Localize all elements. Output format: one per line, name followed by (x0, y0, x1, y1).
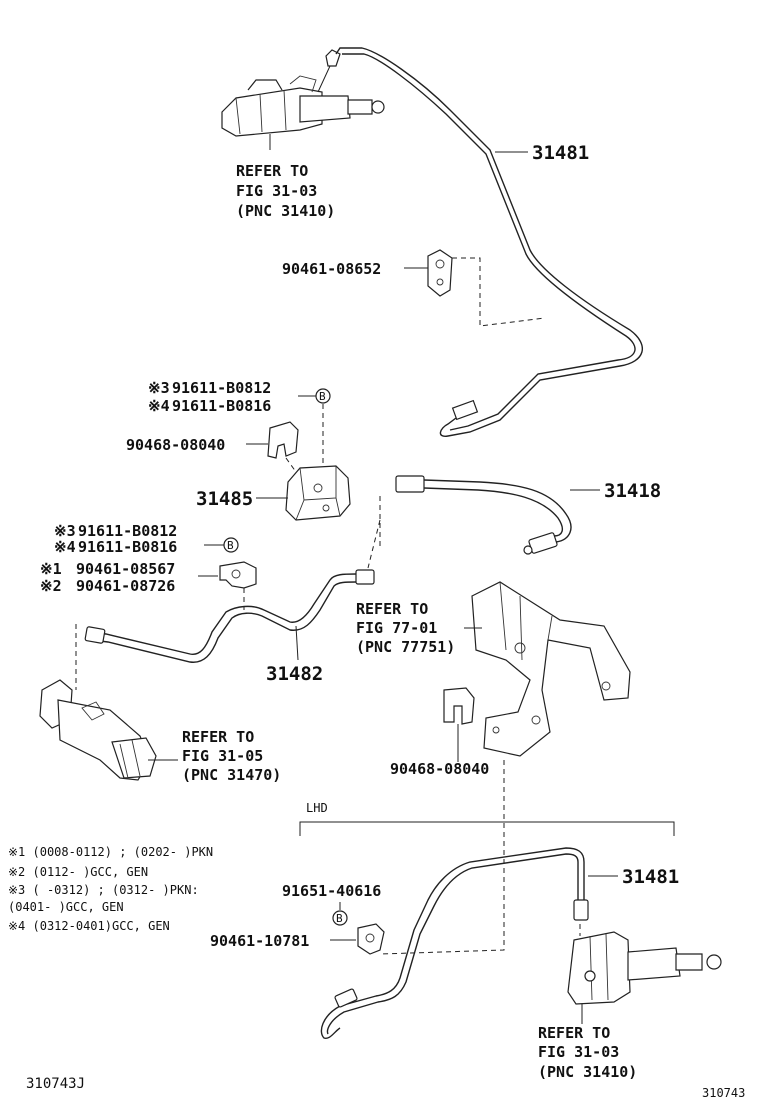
grp2-mark3: ※3 (54, 522, 76, 540)
label-31481-top: 31481 (532, 142, 589, 164)
note-3: ※3 ( -0312) ; (0312- )PKN: (8, 883, 199, 897)
grp3-mark1: ※1 (40, 560, 62, 578)
grp1-circle-b-text: B (319, 390, 326, 403)
grp1-circle-b (315, 388, 331, 404)
label-90461-08652: 90461-08652 (282, 260, 381, 278)
ref-top-line3: (PNC 31410) (236, 202, 335, 220)
label-90461-10781: 90461-10781 (210, 932, 309, 950)
line-31481-top[interactable] (335, 47, 643, 437)
clip-90461-08652[interactable] (427, 249, 453, 297)
ref-7701-line3: (PNC 77751) (356, 638, 455, 656)
ref-bottom-line3: (PNC 31410) (538, 1063, 637, 1081)
circle-b-lower-text: B (336, 912, 343, 925)
clip-90461-08567[interactable] (219, 561, 257, 589)
grp3-mark2: ※2 (40, 577, 62, 595)
label-31482: 31482 (266, 663, 323, 685)
clip-90461-10781[interactable] (357, 923, 385, 955)
note-5: ※4 (0312-0401)GCC, GEN (8, 919, 170, 933)
pedal-bracket[interactable] (471, 581, 631, 757)
grp2-circle-b (223, 537, 239, 553)
ref-bottom-line1: REFER TO (538, 1024, 610, 1042)
grp3-pn1: 90461-08567 (76, 560, 175, 578)
clip-90468-08040-top[interactable] (267, 421, 299, 459)
grp3-pn2: 90461-08726 (76, 577, 175, 595)
dash-clip-90468-top (285, 457, 297, 473)
dash-clip-top (452, 257, 546, 327)
fitting-31482-right (355, 569, 375, 585)
grp1-pn3: 91611-B0812 (172, 379, 271, 397)
bottom-master-cylinder[interactable] (567, 931, 722, 1005)
ref-3105-line3: (PNC 31470) (182, 766, 281, 784)
note-1: ※1 (0008-0112) ; (0202- )PKN (8, 845, 213, 859)
note-4: (0401- )GCC, GEN (8, 900, 124, 914)
grp1-pn4: 91611-B0816 (172, 397, 271, 415)
lhd-label: LHD (306, 801, 328, 815)
ref-3105-line2: FIG 31-05 (182, 747, 263, 765)
label-31485: 31485 (196, 488, 253, 510)
ref-top-line2: FIG 31-03 (236, 182, 317, 200)
leader-31482 (295, 625, 299, 661)
footer-left-code: 310743J (26, 1076, 85, 1092)
circle-b-lower (332, 910, 348, 926)
label-90468-08040-top: 90468-08040 (126, 436, 225, 454)
dash-hose (367, 496, 381, 569)
ref-7701-line1: REFER TO (356, 600, 428, 618)
label-91651-40616: 91651-40616 (282, 882, 381, 900)
dash-lhd-clip (379, 850, 505, 955)
lhd-bracket (299, 821, 675, 836)
line-31481-bot[interactable] (320, 847, 585, 1040)
ref-bottom-line2: FIG 31-03 (538, 1043, 619, 1061)
fitting-31481-bot-left (334, 988, 358, 1008)
clip-90468-08040-bot[interactable] (443, 687, 475, 725)
footer-right-code: 310743 (702, 1086, 745, 1100)
ref-top-line1: REFER TO (236, 162, 308, 180)
fitting-top-line (451, 399, 479, 421)
line-31482[interactable] (91, 573, 357, 655)
grp2-mark4: ※4 (54, 538, 76, 556)
grp2-circle-b-text: B (227, 539, 234, 552)
grp2-pn4: 91611-B0816 (78, 538, 177, 556)
release-cylinder[interactable] (39, 679, 157, 781)
grp1-mark4: ※4 (148, 397, 170, 415)
fitting-31482-left (84, 626, 106, 644)
top-master-cylinder[interactable] (221, 49, 385, 137)
note-2: ※2 (0112- )GCC, GEN (8, 865, 148, 879)
grp2-pn3: 91611-B0812 (78, 522, 177, 540)
fitting-31481-bot (573, 899, 589, 921)
bracket-31485[interactable] (285, 465, 351, 521)
ref-7701-line2: FIG 77-01 (356, 619, 437, 637)
grp1-mark3: ※3 (148, 379, 170, 397)
label-31418: 31418 (604, 480, 661, 502)
hose-31418[interactable] (395, 475, 572, 555)
ref-3105-line1: REFER TO (182, 728, 254, 746)
label-31481-bot: 31481 (622, 866, 679, 888)
label-90468-08040-bot: 90468-08040 (390, 760, 489, 778)
